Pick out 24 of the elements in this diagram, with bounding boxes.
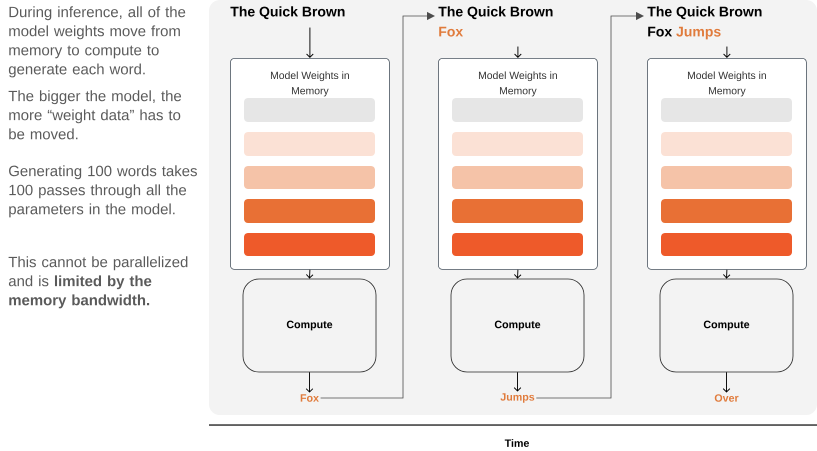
arrow — [723, 46, 731, 58]
arrow — [514, 269, 522, 279]
arrow — [306, 27, 314, 58]
compute-box: Compute — [242, 278, 376, 372]
compute-box: Compute — [450, 278, 584, 372]
prompt-text: The Quick Brown — [230, 6, 345, 20]
arrow — [514, 372, 522, 392]
arrow — [722, 372, 730, 393]
body-text: Generating 100 words takes 100 passes through all the parameters in the model. — [9, 165, 197, 218]
body-text: The bigger the model, the more “weight data” has to be moved. — [8, 90, 182, 140]
axis-label: Time — [504, 439, 529, 447]
arrow — [514, 46, 522, 58]
prompt-text: The Quick Brown Fox — [438, 6, 553, 37]
prompt-text: The Quick Brown Fox Jumps — [647, 6, 762, 40]
arrow — [722, 269, 730, 279]
output-word: Fox — [300, 394, 319, 402]
compute-box: Compute — [660, 278, 794, 372]
arrow — [306, 269, 314, 279]
arrow — [306, 372, 314, 393]
elbow-arrow — [536, 12, 644, 398]
body-text: This cannot be parallelized and is limited by the memory bandwidth. — [8, 256, 188, 308]
body-text: During inference, all of the model weights move from memory to compute to generate each word. — [8, 6, 186, 78]
output-word: Over — [714, 394, 738, 402]
output-word: Jumps — [500, 393, 534, 403]
